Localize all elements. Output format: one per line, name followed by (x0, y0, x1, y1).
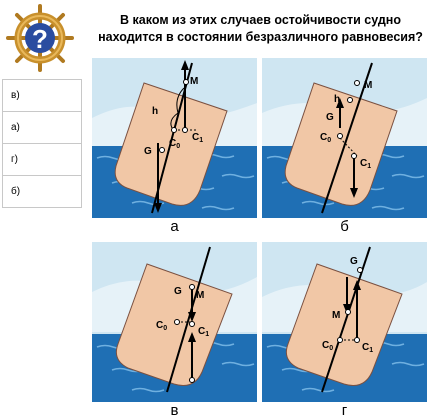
label-c0: C0 (320, 132, 331, 144)
label-h: h (152, 106, 158, 117)
diagram-b-label: б (340, 218, 349, 235)
diagram-v-image: G M C0 C1 (92, 242, 257, 402)
label-g: G (174, 286, 182, 297)
label-m: M (190, 76, 198, 87)
question-line-1: В каком из этих случаев остойчивости суд… (120, 13, 401, 27)
diagram-b-image: M h C0 C1 G (262, 58, 427, 218)
label-c1: C1 (360, 158, 371, 170)
label-c1: C1 (362, 342, 373, 354)
label-g: G (350, 256, 358, 267)
diagram-g-image: G M C0 C1 (262, 242, 427, 402)
ship-wheel-question-icon: ? (6, 4, 74, 72)
label-c0: C0 (322, 340, 333, 352)
label-m: M (364, 80, 372, 91)
diagram-a-image: M h C0 C1 G (92, 58, 257, 218)
diagram-g-label: г (341, 402, 348, 419)
label-g: G (326, 112, 334, 123)
answer-option-v[interactable]: в) (2, 80, 82, 112)
diagram-a-label: а (170, 218, 179, 235)
question-line-2: находится в состоянии безразличного равн… (98, 30, 423, 44)
svg-text:?: ? (32, 24, 48, 54)
diagram-v-label: в (170, 402, 179, 419)
question-text: В каком из этих случаев остойчивости суд… (88, 12, 433, 46)
label-m: M (332, 310, 340, 321)
label-m: M (196, 290, 204, 301)
label-h: h (334, 94, 340, 105)
answer-option-b[interactable]: б) (2, 176, 82, 208)
label-c0: C0 (156, 320, 167, 332)
label-c1: C1 (198, 326, 209, 338)
label-g: G (144, 146, 152, 157)
answer-list: в) а) г) б) (2, 79, 82, 208)
answer-option-g[interactable]: г) (2, 144, 82, 176)
answer-option-a[interactable]: а) (2, 112, 82, 144)
label-c0: C0 (169, 138, 180, 150)
label-c1: C1 (192, 132, 203, 144)
